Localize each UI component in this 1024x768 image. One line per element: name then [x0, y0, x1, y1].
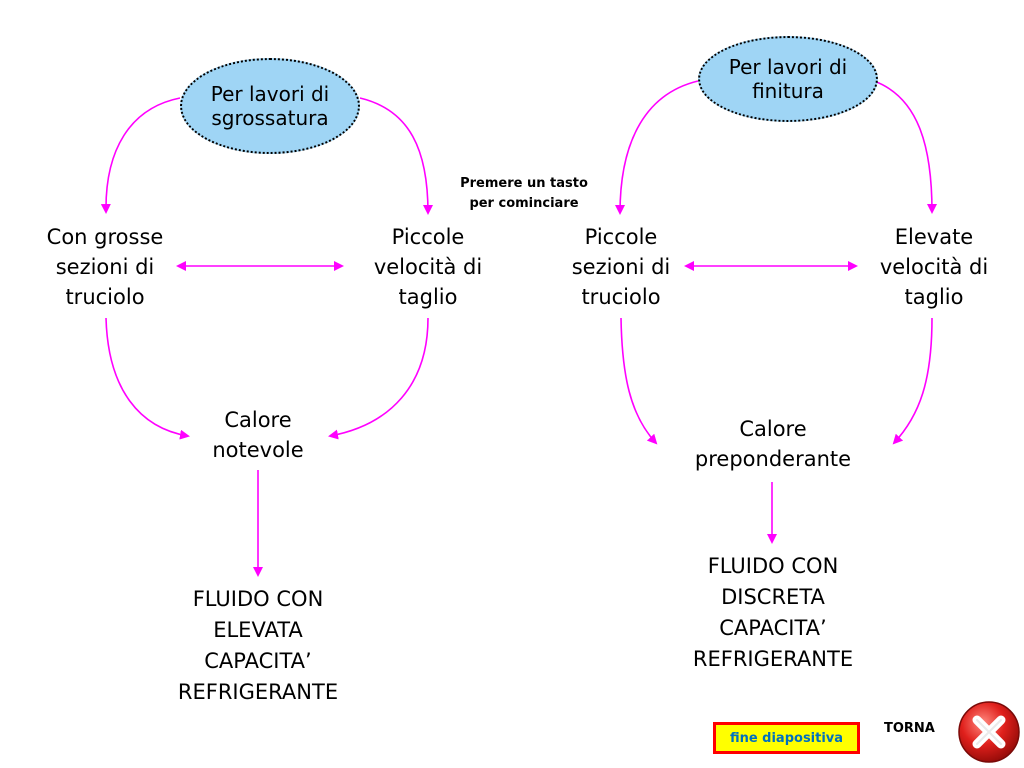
- arrow-right-oval-to-node-b: [873, 80, 937, 214]
- node-piccole-sezioni: Piccole sezioni di truciolo: [571, 225, 671, 309]
- node-elevate-velocita: Elevate velocità di taglio: [879, 225, 989, 309]
- torna-label: TORNA: [884, 721, 935, 736]
- oval-sgrossatura-label: Per lavori di sgrossatura: [210, 82, 330, 130]
- arrow-right-oval-to-node-a: [615, 80, 699, 215]
- result-elevata-capacita: FLUIDO CON ELEVATA CAPACITA’ REFRIGERANT…: [177, 587, 339, 704]
- result-discreta-capacita: FLUIDO CON DISCRETA CAPACITA’ REFRIGERAN…: [692, 554, 854, 671]
- start-hint-text: Premere un tasto per cominciare: [460, 176, 588, 211]
- arrow-left-oval-to-node-b: [359, 97, 433, 215]
- arrow-right-node-b-to-heat: [892, 317, 933, 445]
- red-x-circle-icon: [958, 701, 1020, 763]
- oval-sgrossatura: Per lavori di sgrossatura: [180, 58, 360, 154]
- fine-diapositiva-button[interactable]: fine diapositiva: [713, 722, 860, 754]
- node-piccole-velocita: Piccole velocità di taglio: [373, 225, 483, 309]
- arrow-right-node-a-to-heat: [620, 317, 658, 445]
- arrow-left-node-a-to-heat: [105, 317, 190, 440]
- arrow-left-oval-to-node-a: [100, 97, 181, 214]
- node-calore-notevole: Calore notevole: [212, 408, 304, 462]
- fine-diapositiva-label: fine diapositiva: [729, 730, 844, 746]
- oval-finitura-label: Per lavori di finitura: [728, 55, 848, 103]
- arrow-left-node-b-to-heat: [328, 317, 429, 440]
- torna-close-button[interactable]: [957, 700, 1021, 764]
- node-calore-preponderante: Calore preponderante: [694, 417, 852, 471]
- oval-finitura: Per lavori di finitura: [698, 36, 878, 122]
- node-grosse-sezioni: Con grosse sezioni di truciolo: [46, 225, 164, 309]
